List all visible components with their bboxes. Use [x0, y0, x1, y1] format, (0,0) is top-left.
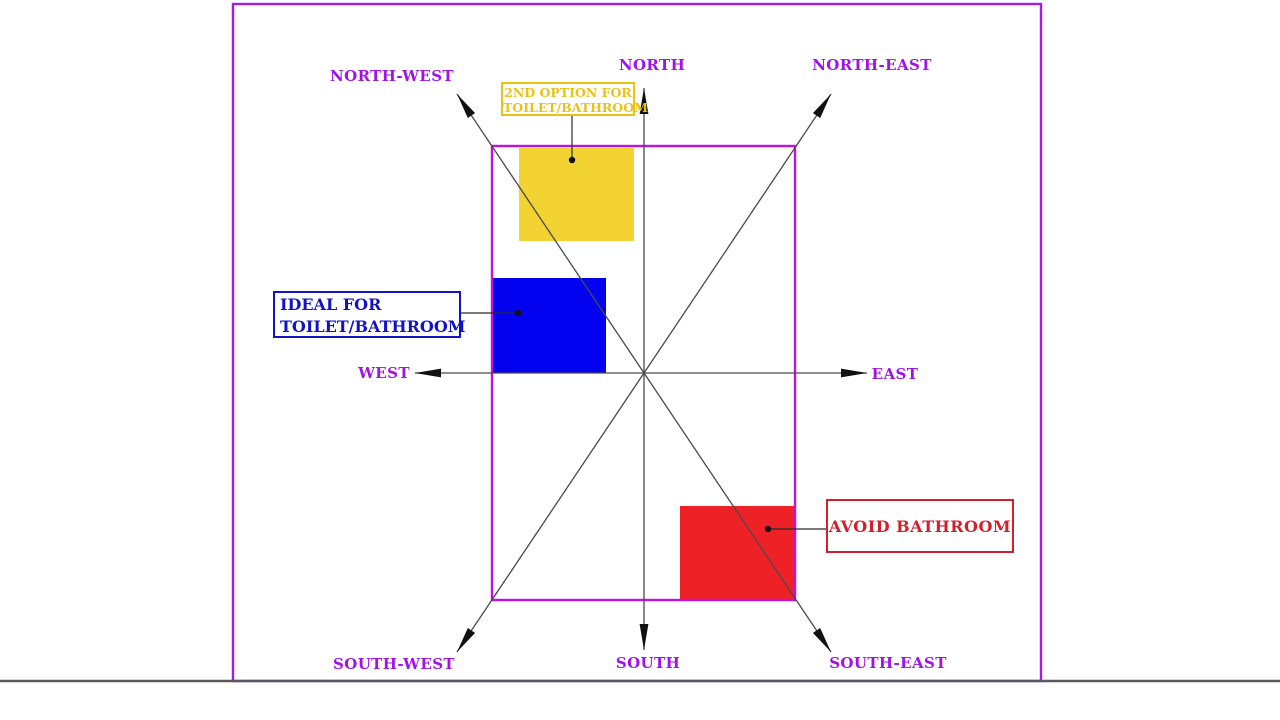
label-south: SOUTH — [615, 654, 681, 672]
label-south-west: SOUTH-WEST — [333, 655, 455, 673]
label-north-east: NORTH-EAST — [812, 56, 932, 74]
ideal-leader-dot — [514, 309, 522, 317]
second-option-note-line1: 2ND OPTION FOR — [504, 85, 632, 100]
avoid-zone-rect — [680, 506, 795, 600]
label-north-west: NORTH-WEST — [330, 67, 454, 85]
ideal-note: IDEAL FOR TOILET/BATHROOM — [273, 291, 466, 338]
ideal-zone-rect — [492, 278, 606, 373]
north-west-axis-arrow — [456, 93, 645, 374]
south-west-axis-arrow — [456, 372, 645, 653]
ideal-note-line2: TOILET/BATHROOM — [280, 317, 466, 336]
avoid-leader-dot — [764, 525, 772, 533]
label-west: WEST — [358, 364, 410, 382]
label-east: EAST — [871, 365, 919, 383]
label-south-east: SOUTH-EAST — [829, 654, 947, 672]
second-option-zone-rect — [519, 148, 634, 241]
avoid-note-label: AVOID BATHROOM — [828, 516, 1012, 536]
ideal-note-line1: IDEAL FOR — [280, 295, 382, 314]
avoid-note: AVOID BATHROOM — [826, 499, 1014, 553]
north-east-axis-arrow — [643, 93, 832, 374]
south-east-axis-arrow — [643, 372, 832, 653]
label-north: NORTH — [618, 56, 686, 74]
second-option-note: 2ND OPTION FOR TOILET/BATHROOM — [501, 82, 648, 116]
second-option-note-line2: TOILET/BATHROOM — [503, 100, 648, 115]
second-option-leader-dot — [568, 156, 576, 164]
